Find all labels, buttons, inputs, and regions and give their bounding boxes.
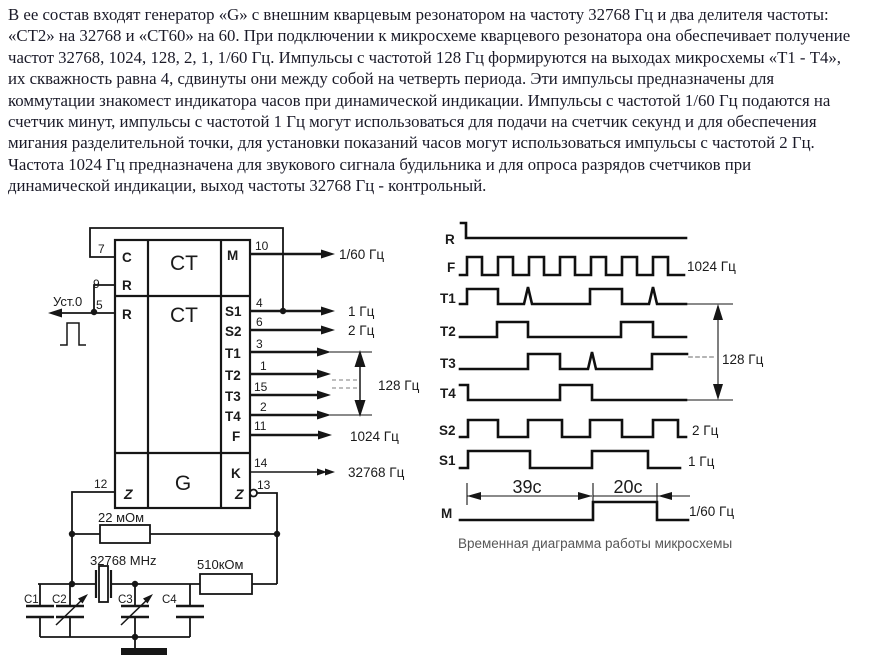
- freq-label-1-60hz: 1/60 Гц: [339, 247, 384, 262]
- output-label-f: F: [232, 429, 240, 444]
- pin-number-14: 14: [254, 456, 268, 470]
- signal-freq-S2: 2 Гц: [692, 423, 719, 438]
- freq-label-128hz: 128 Гц: [378, 378, 420, 393]
- signal-freq-F: 1024 Гц: [687, 259, 736, 274]
- reset-pulse-symbol: [60, 322, 86, 346]
- dimension-lines: [466, 483, 690, 505]
- t1-t4-extension-lines: [330, 351, 372, 416]
- pin-number-9: 9: [93, 277, 100, 291]
- reset-label: Уст.0: [53, 294, 82, 309]
- figure-caption: Временная диаграмма работы микросхемы: [458, 536, 732, 551]
- pin-number-1: 1: [260, 359, 267, 373]
- resistor-22mohm-label: 22 мОм: [98, 510, 144, 525]
- crystal-label: 32768 MHz: [90, 553, 156, 568]
- pin-number-5: 5: [96, 298, 103, 312]
- input-label-z-left: Z: [123, 486, 133, 502]
- input-label-c: C: [122, 250, 132, 265]
- signal-label-M: M: [441, 506, 452, 521]
- input-label-r1: R: [122, 278, 132, 293]
- section-label-ct2: CT: [170, 304, 198, 327]
- resistor-510kohm-label: 510кОм: [197, 557, 243, 572]
- output-label-t4: T4: [225, 409, 241, 424]
- pin-number-12: 12: [94, 477, 108, 491]
- trimmer-arrowheads: [78, 594, 153, 604]
- pin-number-6: 6: [256, 315, 263, 329]
- freq-label-32768hz: 32768 Гц: [348, 465, 405, 480]
- freq-label-1024hz: 1024 Гц: [350, 429, 399, 444]
- output-label-z-right: Z: [234, 486, 244, 502]
- resistor-22mohm: [99, 524, 151, 544]
- signal-label-F: F: [447, 260, 455, 275]
- circuit-labels: 79512104631152111413CRRZMS1S2T1T2T3T4FKZ…: [24, 239, 420, 606]
- crystal-plates: [94, 570, 113, 598]
- pin-number-13: 13: [257, 478, 271, 492]
- signal-freq-S1: 1 Гц: [688, 454, 715, 469]
- signal-wave-S1: [458, 449, 682, 470]
- signal-label-R: R: [445, 232, 455, 247]
- output-label-s1: S1: [225, 304, 242, 319]
- input-label-r2: R: [122, 307, 132, 322]
- signal-label-S2: S2: [439, 423, 456, 438]
- output-label-t1: T1: [225, 346, 241, 361]
- signal-wave-M: [458, 500, 690, 522]
- circuit-wires: [38, 227, 284, 648]
- freq-label-1hz: 1 Гц: [348, 304, 375, 319]
- output-arrowheads: [48, 249, 335, 476]
- signal-label-T3: T3: [440, 356, 456, 371]
- signal-freq-M: 1/60 Гц: [689, 504, 734, 519]
- ic-inner-dividers: [115, 240, 250, 508]
- signal-wave-T2: [458, 320, 688, 339]
- section-label-ct60: CT: [170, 252, 198, 275]
- pin-number-11: 11: [254, 419, 267, 433]
- capacitor-c1-label: C1: [24, 594, 39, 606]
- pin-number-3: 3: [256, 337, 263, 351]
- trimmer-arrows: [55, 596, 151, 626]
- quartz-crystal: [98, 565, 109, 603]
- resistor-510kohm: [199, 573, 253, 595]
- signal-wave-R: [459, 221, 688, 240]
- dimension-label-1: 20с: [613, 477, 642, 497]
- pin-number-10: 10: [255, 239, 269, 253]
- capacitor-c2-label: C2: [52, 594, 67, 606]
- timing-waveforms: [458, 221, 733, 522]
- output-label-t2: T2: [225, 368, 241, 383]
- freq-label-2hz: 2 Гц: [348, 323, 375, 338]
- pin-number-15: 15: [254, 380, 268, 394]
- section-label-g: G: [175, 472, 191, 495]
- inversion-bubble-pin13: [249, 488, 258, 498]
- junction-dots: [68, 307, 287, 641]
- output-label-t3: T3: [225, 389, 241, 404]
- output-label-s2: S2: [225, 324, 242, 339]
- timing-diagram: Временная диаграмма работы микросхемы RF…: [439, 221, 764, 551]
- dimension-label-0: 39с: [512, 477, 541, 497]
- signal-label-T4: T4: [440, 386, 456, 401]
- pin-number-4: 4: [256, 296, 263, 310]
- ic-circuit-diagram: 79512104631152111413CRRZMS1S2T1T2T3T4FKZ…: [24, 227, 420, 655]
- freq-label-128hz-timing: 128 Гц: [722, 352, 764, 367]
- ground-symbol: [121, 648, 167, 655]
- signal-label-T1: T1: [440, 291, 456, 306]
- output-label-k: K: [231, 466, 241, 481]
- signal-label-T2: T2: [440, 324, 456, 339]
- body-text: В ее состав входят генератор «G» с внешн…: [8, 5, 851, 196]
- signal-label-S1: S1: [439, 453, 456, 468]
- span-dashed-lines: [332, 379, 358, 389]
- signal-wave-S2: [458, 418, 688, 439]
- signal-wave-F: [458, 255, 686, 277]
- signal-wave-T1: [458, 286, 688, 306]
- signal-wave-T4: [458, 383, 688, 402]
- capacitor-c4-label: C4: [162, 594, 177, 606]
- output-label-m: M: [227, 248, 238, 263]
- capacitor-c3-label: C3: [118, 594, 133, 606]
- signal-wave-T3: [458, 351, 689, 371]
- pin-number-7: 7: [98, 242, 105, 256]
- span-arrowheads: [354, 350, 366, 417]
- pin-number-2: 2: [260, 400, 267, 414]
- capacitor-plates: [26, 604, 204, 619]
